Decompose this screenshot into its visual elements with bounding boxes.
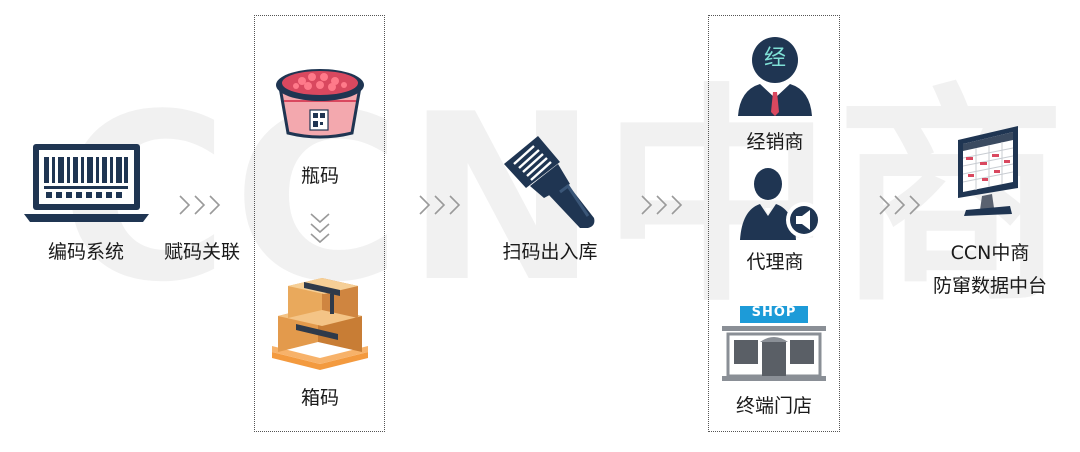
packaging-group-box — [254, 15, 385, 432]
shop-storefront-icon — [722, 306, 826, 381]
chevron-down-icon — [310, 213, 330, 244]
store-label: 终端门店 — [735, 395, 812, 417]
businessman-icon — [738, 37, 812, 116]
agent-label: 代理商 — [746, 251, 804, 273]
agent-megaphone-icon — [740, 168, 822, 240]
bottle-jar-icon — [276, 69, 364, 139]
chevron-right-icon — [419, 195, 461, 215]
chevron-right-icon — [179, 195, 221, 215]
shop-sign: SHOP — [751, 305, 797, 320]
channel-group-box — [708, 15, 840, 432]
platform-label-line1: CCN中商 — [950, 242, 1030, 264]
barcode-laptop-icon — [24, 144, 149, 222]
platform-label-line2: 防窜数据中台 — [932, 275, 1047, 297]
bind-label: 赋码关联 — [163, 241, 240, 263]
bottle-label: 瓶码 — [300, 165, 339, 187]
barcode-scanner-icon — [504, 136, 595, 228]
chevron-right-icon — [879, 195, 921, 215]
encode-label: 编码系统 — [47, 241, 124, 263]
chevron-right-icon — [641, 195, 683, 215]
carton-pallet-icon — [272, 278, 368, 370]
dealer-badge: 经 — [763, 46, 786, 71]
dealer-label: 经销商 — [746, 131, 804, 153]
box-label: 箱码 — [300, 387, 339, 409]
monitor-dashboard-icon — [958, 126, 1018, 216]
scan-label: 扫码出入库 — [502, 241, 598, 263]
